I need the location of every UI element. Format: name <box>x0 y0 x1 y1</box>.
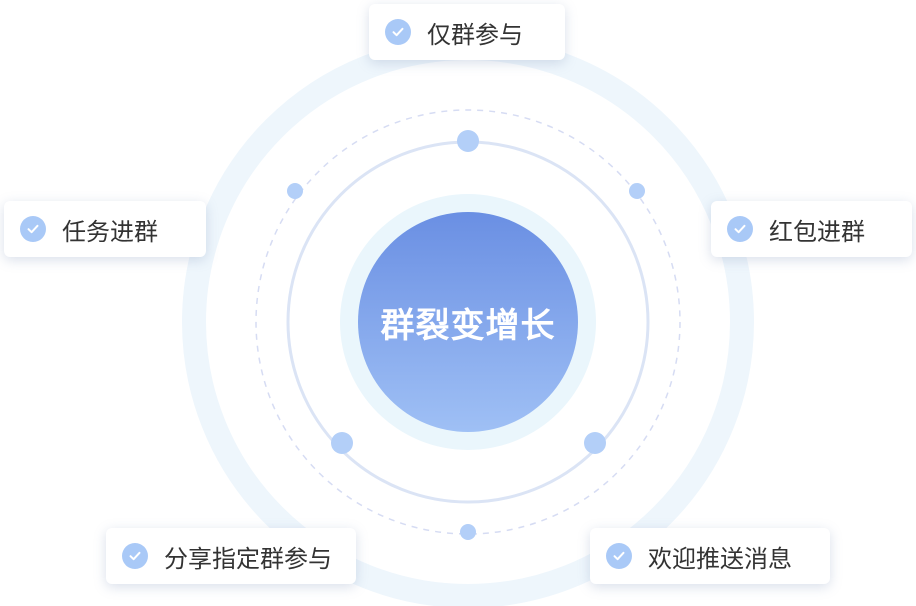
feature-card-task-join: 任务进群 <box>4 201 206 257</box>
feature-card-welcome-message: 欢迎推送消息 <box>590 528 830 584</box>
feature-label: 仅群参与 <box>427 20 523 49</box>
orbit-dot-lower-left <box>331 432 353 454</box>
check-circle-icon <box>606 543 632 569</box>
check-circle-icon <box>385 19 411 45</box>
feature-label: 任务进群 <box>62 217 158 246</box>
orbit-dot-bottom <box>460 524 476 540</box>
check-circle-icon <box>727 216 753 242</box>
orbit-dot-lower-right <box>584 432 606 454</box>
feature-label: 红包进群 <box>769 217 865 246</box>
feature-label: 欢迎推送消息 <box>648 544 792 573</box>
check-circle-icon <box>122 543 148 569</box>
feature-card-group-only: 仅群参与 <box>369 4 565 60</box>
center-title: 群裂变增长 <box>380 305 556 346</box>
feature-card-red-packet-join: 红包进群 <box>711 201 912 257</box>
center-circle <box>358 212 578 432</box>
feature-card-share-group: 分享指定群参与 <box>106 528 356 584</box>
dashed-ring <box>255 109 681 535</box>
orbit-dot-upper-left <box>287 183 303 199</box>
feature-label: 分享指定群参与 <box>164 544 332 573</box>
orbit-dot-top <box>457 130 479 152</box>
orbit-dot-upper-right <box>629 183 645 199</box>
check-circle-icon <box>20 216 46 242</box>
